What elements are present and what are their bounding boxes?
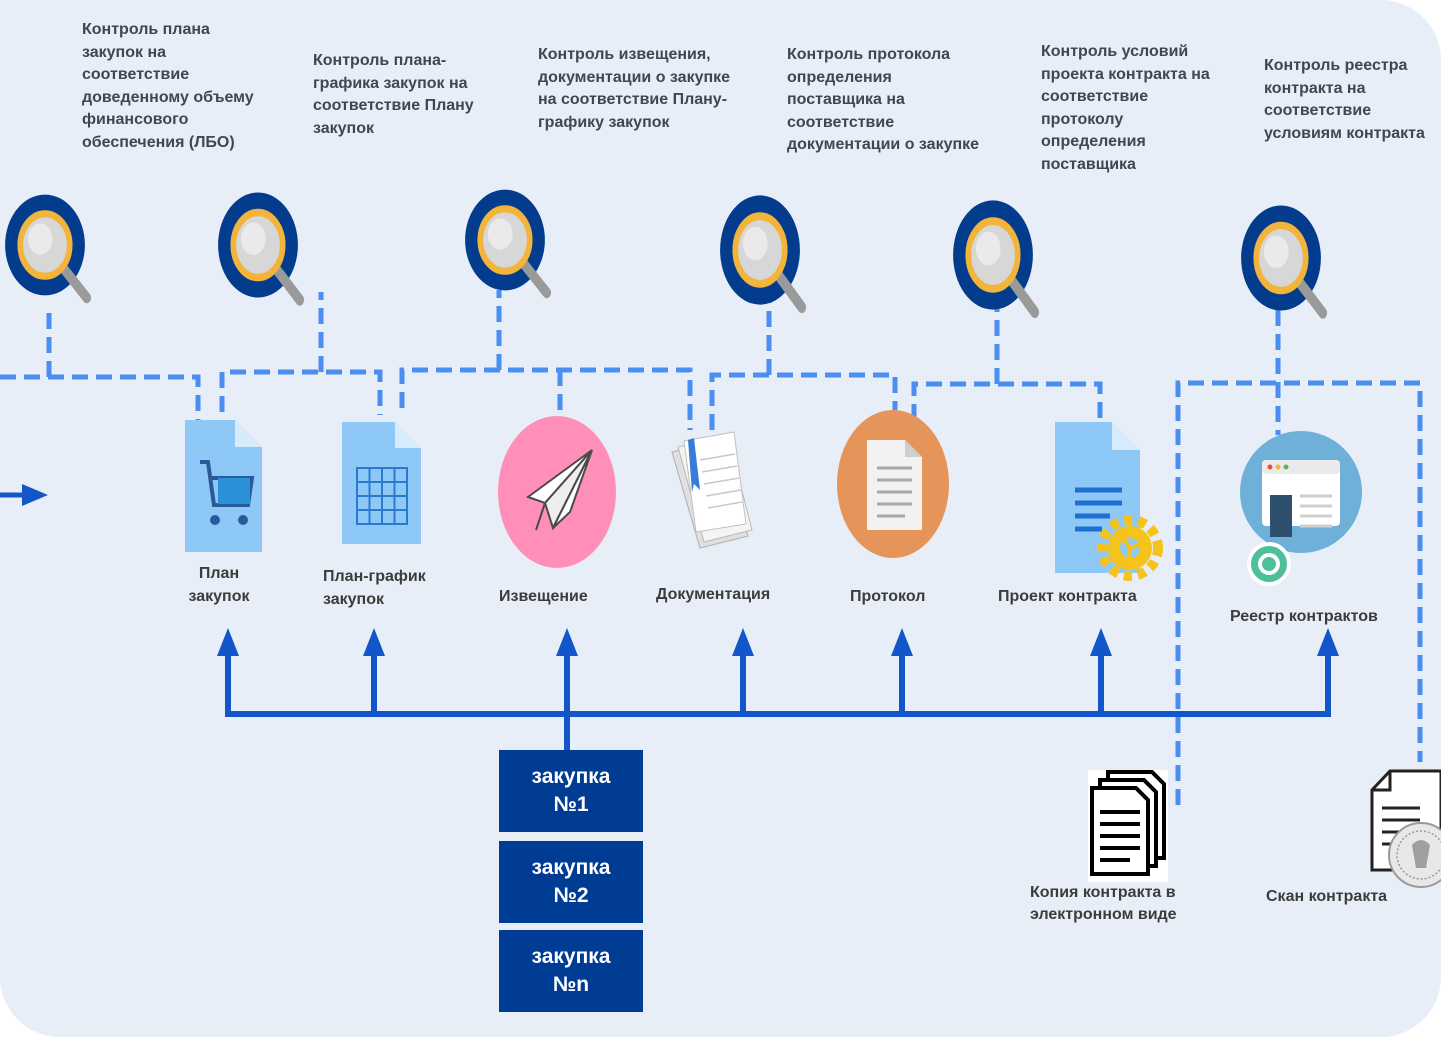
doc-label-copy: Копия контракта в электронном виде [1030, 884, 1177, 923]
control-text-registry: Контроль реестра контракта на соответств… [1264, 57, 1425, 142]
magnifier-icon [953, 200, 1035, 312]
scanned-contract-icon [1370, 769, 1441, 888]
stage-label-docs: Документация [656, 586, 771, 603]
control-text-draft: Контроль условий проекта контракта на со… [1041, 43, 1210, 173]
purchase-box-n: закупка №n [499, 930, 643, 1012]
purchase-label: закупка №2 [531, 856, 611, 907]
purchase-label: закупка №1 [531, 765, 611, 816]
arrow-to-plan [217, 628, 239, 656]
connector-c1 [0, 374, 201, 425]
protocol-document-icon [837, 410, 949, 558]
entry-arrow [0, 484, 48, 506]
magnifier-icon [720, 195, 802, 307]
connector-c6 [1175, 380, 1423, 805]
paper-plane-icon [498, 416, 616, 568]
contract-copies-icon [1088, 770, 1168, 882]
spreadsheet-document-icon [342, 422, 421, 544]
shopping-cart-document-icon [185, 420, 262, 552]
purchase-bus [225, 652, 1331, 750]
connector-c3 [399, 367, 693, 430]
arrow-to-registry [1317, 628, 1339, 656]
purchase-label: закупка №n [531, 945, 611, 996]
arrow-to-docs [732, 628, 754, 656]
stage-label-notice: Извещение [499, 588, 588, 605]
purchase-box-2: закупка №2 [499, 841, 643, 923]
document-stack-icon [671, 431, 753, 549]
magnifier-icon [465, 190, 547, 293]
magnifier-icon [218, 193, 300, 301]
doc-label-scan: Скан контракта [1266, 888, 1388, 905]
control-connectors [0, 290, 1423, 805]
control-text-protocol: Контроль протокола определения поставщик… [787, 46, 980, 153]
control-text-plan-schedule: Контроль плана-графика закупок на соотве… [313, 52, 474, 137]
magnifier-icon [1241, 206, 1323, 314]
registry-window-icon [1240, 431, 1362, 586]
stage-label-protocol: Протокол [850, 588, 926, 605]
arrow-to-draft [1090, 628, 1112, 656]
arrow-to-plan-graph [363, 628, 385, 656]
purchase-box-1: закупка №1 [499, 750, 643, 832]
connector-c4 [709, 372, 898, 430]
stage-label-plan: План закупок [188, 565, 250, 605]
stage-label-plan-schedule: План-график закупок [323, 568, 426, 608]
connector-c5 [911, 381, 1103, 430]
connector-c2 [219, 369, 383, 415]
control-text-lbo: Контроль плана закупок на соответствие д… [82, 21, 254, 151]
arrow-to-protocol [891, 628, 913, 656]
stage-label-registry: Реестр контрактов [1230, 608, 1378, 625]
bus-line [225, 652, 1331, 717]
control-text-notice: Контроль извещения, документации о закуп… [538, 46, 731, 131]
bus-arrowheads [217, 628, 1339, 656]
magnifier-icon [5, 195, 87, 298]
document-gear-icon [1055, 422, 1163, 581]
stage-label-draft: Проект контракта [998, 588, 1137, 605]
arrow-to-notice [556, 628, 578, 656]
